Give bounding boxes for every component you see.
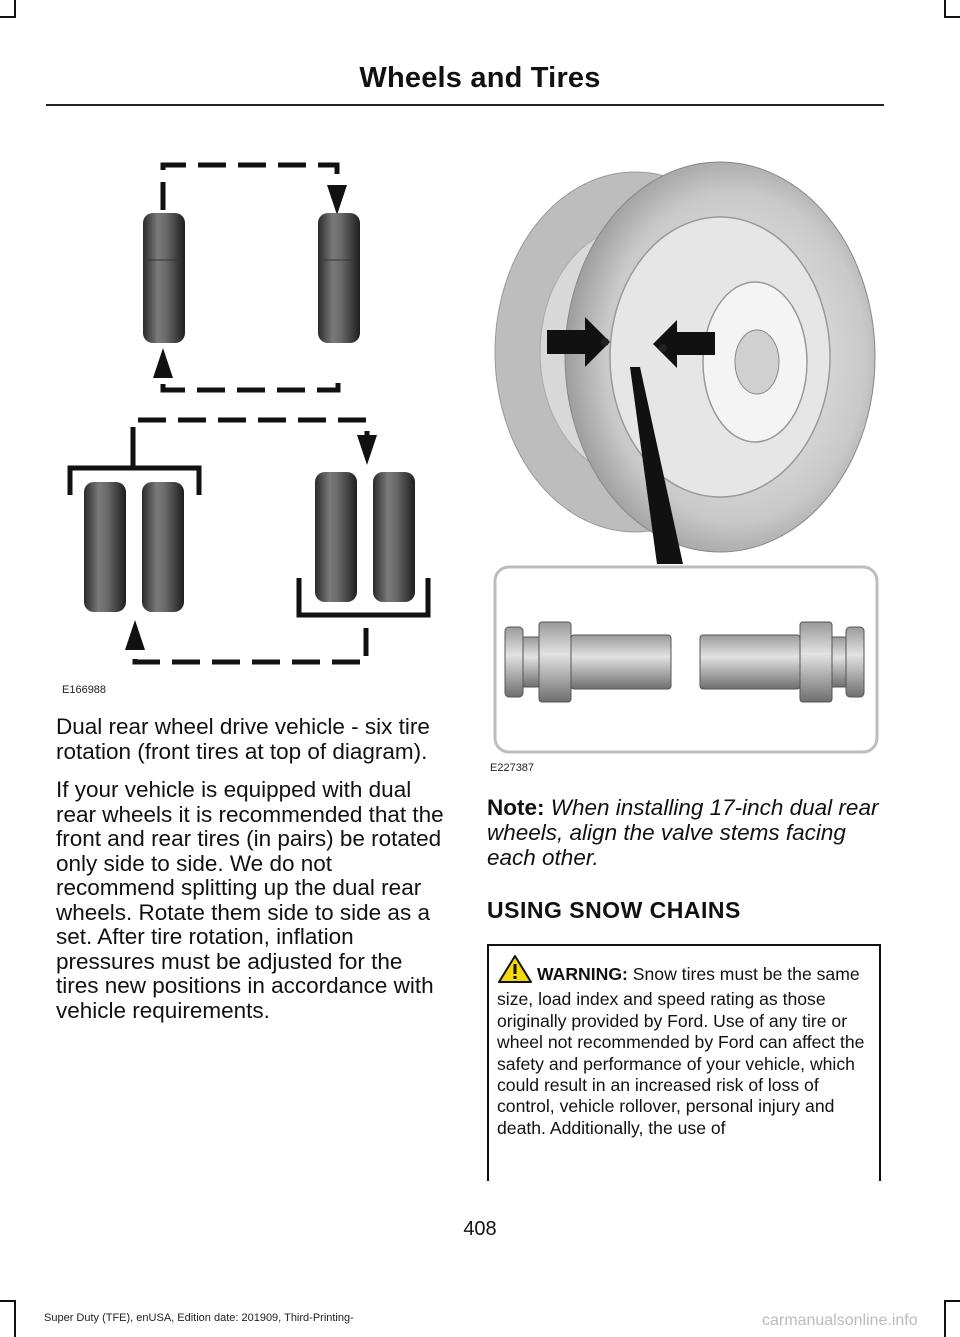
valve-stem-left [504,621,672,703]
crop-mark [0,16,16,18]
figure-caption: Dual rear wheel drive vehicle - six tire… [56,714,430,764]
crop-mark [944,16,960,18]
crop-mark [0,1300,16,1302]
figure-code: E166988 [62,684,107,696]
tire-front-right [318,213,360,343]
page-title: Wheels and Tires [359,62,601,94]
figure-code: E227387 [490,762,535,774]
page-number: 408 [463,1218,497,1240]
warning-box: WARNING: Snow tires must be the same siz… [487,944,881,1181]
dual-wheel-illustration [493,161,879,754]
body-paragraph: If your vehicle is equipped with dual re… [56,777,444,1023]
left-column: Dual rear wheel drive vehicle - six tire… [56,714,451,1037]
section-heading: USING SNOW CHAINS [487,897,741,923]
footer-text: Super Duty (TFE), enUSA, Edition date: 2… [44,1312,354,1324]
tire-rear-left-pair [84,482,184,612]
warning-text: Snow tires must be the same size, load i… [497,964,865,1138]
note-label: Note: [487,795,545,820]
crop-mark [944,1300,946,1337]
note: Note: When installing 17-inch dual rear … [487,795,882,870]
warning-label: WARNING: [537,964,628,984]
crop-mark [944,1300,960,1302]
header-divider [46,104,884,106]
valve-stem-right [699,621,865,703]
crop-mark [14,1300,16,1337]
tire-rear-right-pair [315,472,415,602]
note-text: When installing 17-inch dual rear wheels… [487,795,879,870]
crop-mark [944,0,946,18]
tire-front-left [143,213,185,343]
watermark: carmanualsonline.info [762,1312,918,1329]
warning-content: WARNING: Snow tires must be the same siz… [489,946,879,1139]
tire-rotation-diagram [67,162,431,665]
crop-mark [14,0,16,18]
warning-icon [497,954,533,989]
